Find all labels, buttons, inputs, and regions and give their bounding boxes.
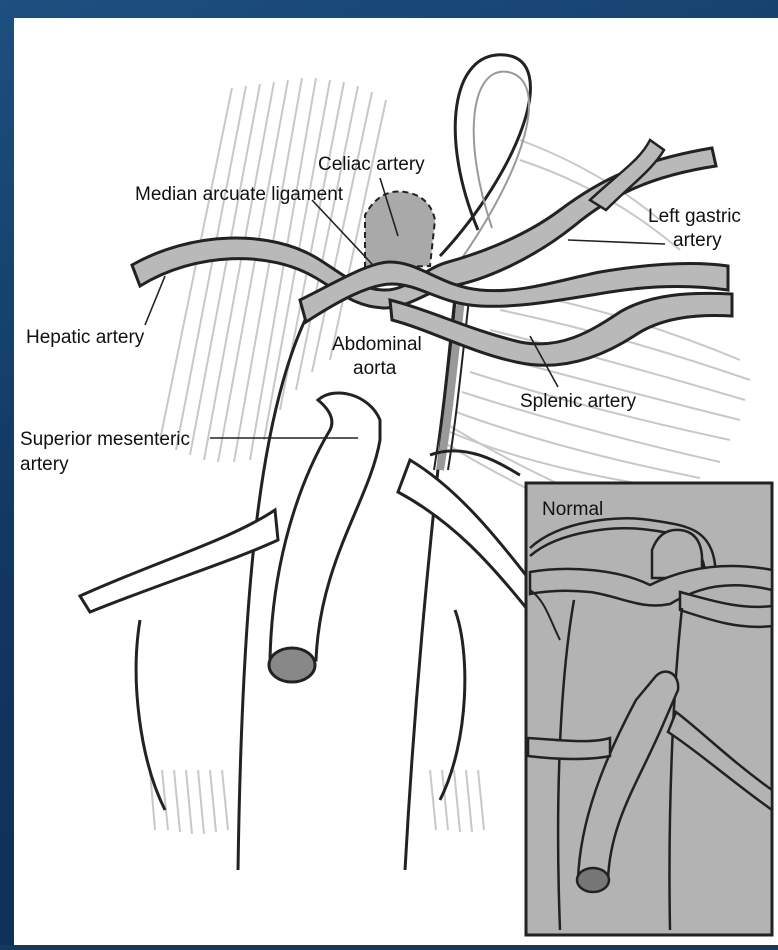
gastric-loop [440, 55, 530, 256]
label-left-gastric-1: Left gastric [648, 206, 741, 227]
label-celiac-artery: Celiac artery [318, 154, 425, 175]
label-left-gastric-2: artery [673, 230, 722, 251]
celiac-artery [365, 191, 435, 268]
label-abdominal-aorta-1: Abdominal [332, 334, 422, 355]
label-normal: Normal [542, 499, 603, 520]
gastric-loop-inner [462, 72, 529, 258]
sma-opening [269, 648, 315, 682]
diagram-canvas: Celiac artery Median arcuate ligament Le… [14, 18, 778, 945]
label-sma-2: artery [20, 454, 69, 475]
label-abdominal-aorta-2: aorta [353, 358, 397, 379]
splenic-artery [390, 293, 732, 365]
anatomy-diagram: Celiac artery Median arcuate ligament Le… [14, 18, 778, 945]
label-splenic-artery: Splenic artery [520, 391, 637, 412]
normal-inset: Normal [526, 483, 772, 935]
label-hepatic-artery: Hepatic artery [26, 327, 145, 348]
label-sma-1: Superior mesenteric [20, 429, 190, 450]
superior-mesenteric-artery [270, 393, 380, 660]
label-median-arcuate-ligament: Median arcuate ligament [135, 184, 344, 205]
